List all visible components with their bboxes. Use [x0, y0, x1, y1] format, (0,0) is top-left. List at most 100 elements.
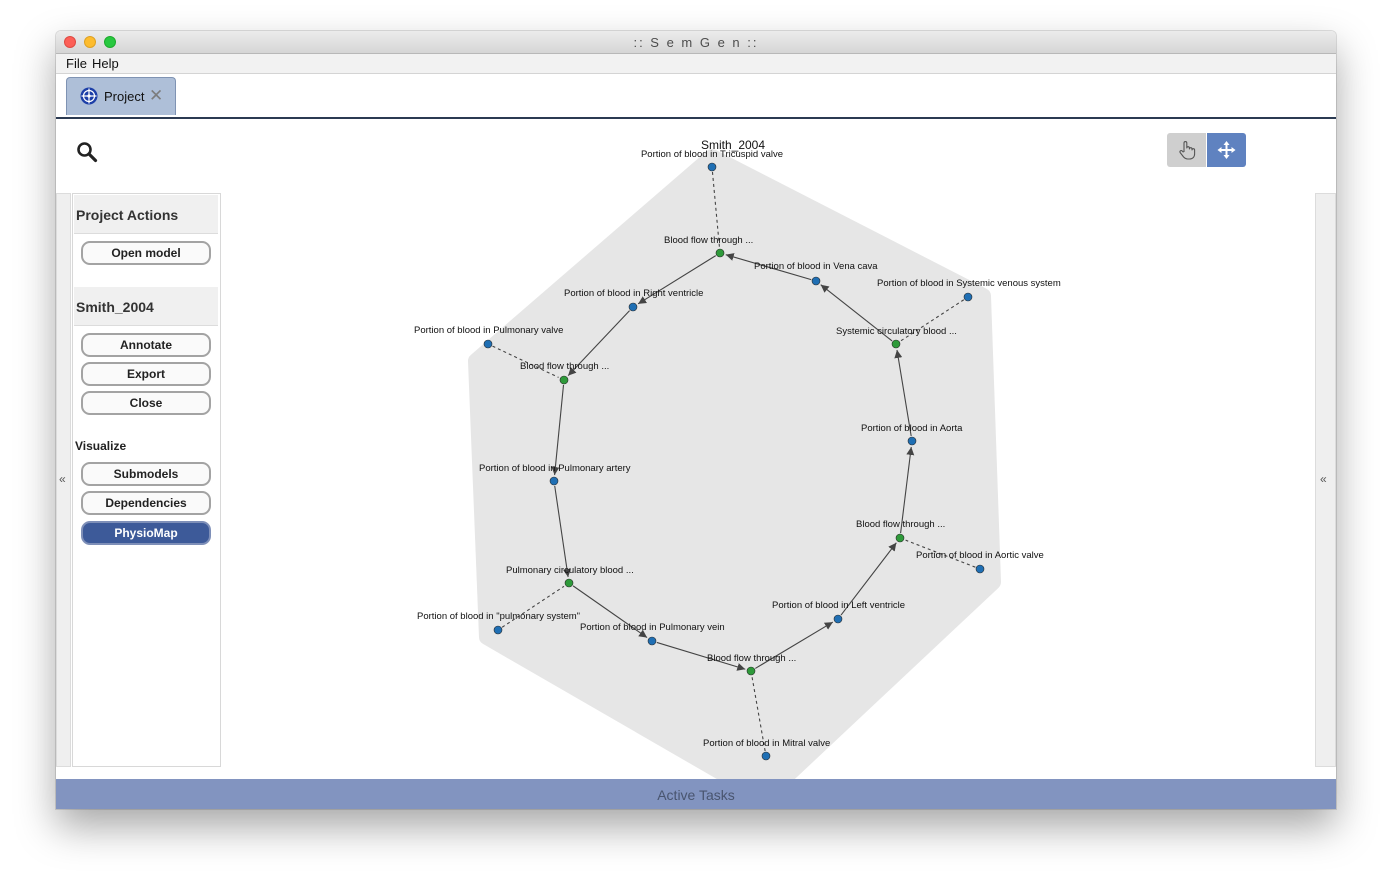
- graph-node-pv[interactable]: Portion of blood in Pulmonary valve: [414, 325, 563, 349]
- graph-node-label: Portion of blood in Systemic venous syst…: [877, 278, 1061, 289]
- graph-node-label: Portion of blood in Pulmonary vein: [580, 622, 725, 633]
- collapse-left-icon[interactable]: «: [59, 472, 66, 486]
- search-icon[interactable]: [76, 141, 98, 163]
- graph-edge-bf4-lv: [755, 621, 834, 669]
- entity-node-marker[interactable]: [493, 625, 503, 635]
- process-node-marker[interactable]: [559, 375, 569, 385]
- graph-edge-ao-sc: [894, 349, 912, 437]
- graph-edge-mv-bf4: [751, 676, 766, 752]
- graph-node-vc[interactable]: Portion of blood in Vena cava: [754, 261, 878, 286]
- graph-edge-av-bf3: [905, 539, 976, 568]
- entity-node-marker[interactable]: [975, 564, 985, 574]
- maximize-window-button[interactable]: [104, 36, 116, 48]
- graph-node-pc[interactable]: Pulmonary circulatory blood ...: [506, 565, 634, 588]
- graph-edge-sc-vc: [820, 284, 893, 342]
- graph-node-label: Portion of blood in Vena cava: [754, 261, 878, 272]
- graph-node-pvn[interactable]: Portion of blood in Pulmonary vein: [580, 622, 725, 646]
- graph-node-rv[interactable]: Portion of blood in Right ventricle: [564, 288, 703, 312]
- graph-node-label: Systemic circulatory blood ...: [836, 326, 957, 337]
- entity-node-marker[interactable]: [483, 339, 493, 349]
- graph-node-lv[interactable]: Portion of blood in Left ventricle: [772, 600, 905, 624]
- tab-bar: Project ✕: [56, 74, 1336, 119]
- graph-node-ps[interactable]: Portion of blood in "pulmonary system": [417, 611, 580, 635]
- project-actions-header: Project Actions: [74, 195, 218, 234]
- graph-node-label: Portion of blood in Aorta: [861, 423, 963, 434]
- graph-node-label: Blood flow through ...: [856, 519, 945, 530]
- hand-pointer-icon: [1179, 141, 1196, 160]
- graph-edge-lv-bf3: [840, 542, 897, 616]
- graph-edge-bf3-ao: [900, 446, 915, 534]
- graph-title: Smith_2004: [701, 138, 765, 152]
- process-node-marker[interactable]: [891, 339, 901, 349]
- process-node-marker[interactable]: [564, 578, 574, 588]
- graph-edge-pv-bf2: [492, 345, 559, 378]
- graph-node-bf2[interactable]: Blood flow through ...: [520, 361, 609, 385]
- menu-file[interactable]: File: [66, 56, 87, 71]
- process-node-marker[interactable]: [715, 248, 725, 258]
- graph-edge-tv-bf1: [711, 171, 720, 248]
- menu-help[interactable]: Help: [92, 56, 119, 71]
- close-model-button[interactable]: Close: [81, 391, 211, 415]
- graph-nodes: Portion of blood in Tricuspid valveBlood…: [414, 149, 1061, 761]
- graph-node-sv[interactable]: Portion of blood in Systemic venous syst…: [877, 278, 1061, 302]
- graph-node-sc[interactable]: Systemic circulatory blood ...: [836, 326, 957, 349]
- graph-edge-pa-pc: [554, 485, 571, 578]
- physiomap-graph[interactable]: Smith_2004 Portion of blood in Tricuspid…: [56, 119, 1336, 779]
- entity-node-marker[interactable]: [707, 162, 717, 172]
- model-name: Smith_2004: [76, 299, 154, 315]
- entity-node-marker[interactable]: [549, 476, 559, 486]
- entity-node-marker[interactable]: [907, 436, 917, 446]
- graph-edge-ps-pc: [501, 585, 565, 628]
- annotate-button[interactable]: Annotate: [81, 333, 211, 357]
- graph-node-pa[interactable]: Portion of blood in Pulmonary artery: [479, 463, 631, 486]
- entity-node-marker[interactable]: [833, 614, 843, 624]
- graph-edges: [492, 171, 976, 752]
- process-node-marker[interactable]: [746, 666, 756, 676]
- graph-edge-bf1-rv: [637, 255, 717, 305]
- graph-node-label: Portion of blood in Aortic valve: [916, 550, 1044, 561]
- graph-node-label: Blood flow through ...: [520, 361, 609, 372]
- entity-node-marker[interactable]: [628, 302, 638, 312]
- title-bar: :: S e m G e n ::: [56, 31, 1336, 54]
- app-window: :: S e m G e n :: File Help Project ✕ Sm…: [56, 31, 1336, 809]
- submodels-button[interactable]: Submodels: [81, 462, 211, 486]
- main-content: Smith_2004 Portion of blood in Tricuspid…: [56, 119, 1336, 779]
- graph-edge-bf2-pa: [551, 384, 565, 476]
- graph-node-label: Portion of blood in Pulmonary valve: [414, 325, 563, 336]
- graph-node-label: Portion of blood in Tricuspid valve: [641, 149, 783, 160]
- entity-node-marker[interactable]: [811, 276, 821, 286]
- entity-node-marker[interactable]: [647, 636, 657, 646]
- entity-node-marker[interactable]: [963, 292, 973, 302]
- graph-node-label: Portion of blood in Left ventricle: [772, 600, 905, 611]
- open-model-button[interactable]: Open model: [81, 241, 211, 265]
- model-header: Smith_2004: [74, 287, 218, 326]
- graph-tool-group: [1167, 133, 1246, 167]
- entity-node-marker[interactable]: [761, 751, 771, 761]
- graph-node-bf1[interactable]: Blood flow through ...: [664, 235, 753, 258]
- graph-node-label: Portion of blood in "pulmonary system": [417, 611, 580, 622]
- left-panel-collapse-strip[interactable]: «: [56, 193, 71, 767]
- project-icon: [80, 87, 98, 105]
- process-node-marker[interactable]: [895, 533, 905, 543]
- graph-node-tv[interactable]: Portion of blood in Tricuspid valve: [641, 149, 783, 172]
- graph-node-av[interactable]: Portion of blood in Aortic valve: [916, 550, 1044, 574]
- graph-node-mv[interactable]: Portion of blood in Mitral valve: [703, 738, 830, 761]
- tab-project[interactable]: Project ✕: [66, 77, 176, 115]
- graph-node-bf4[interactable]: Blood flow through ...: [707, 653, 796, 676]
- collapse-right-icon[interactable]: «: [1320, 472, 1327, 486]
- physiomap-button[interactable]: PhysioMap: [81, 521, 211, 545]
- graph-node-bf3[interactable]: Blood flow through ...: [856, 519, 945, 543]
- minimize-window-button[interactable]: [84, 36, 96, 48]
- close-window-button[interactable]: [64, 36, 76, 48]
- graph-node-ao[interactable]: Portion of blood in Aorta: [861, 423, 963, 446]
- graph-node-label: Portion of blood in Right ventricle: [564, 288, 703, 299]
- status-bar: Active Tasks: [56, 779, 1336, 809]
- graph-hull: [468, 149, 1001, 779]
- dependencies-button[interactable]: Dependencies: [81, 491, 211, 515]
- export-button[interactable]: Export: [81, 362, 211, 386]
- right-panel-collapse-strip[interactable]: «: [1315, 193, 1336, 767]
- pointer-tool-button[interactable]: [1167, 133, 1206, 167]
- graph-node-label: Blood flow through ...: [707, 653, 796, 664]
- move-tool-button[interactable]: [1207, 133, 1246, 167]
- close-tab-icon[interactable]: ✕: [149, 86, 164, 105]
